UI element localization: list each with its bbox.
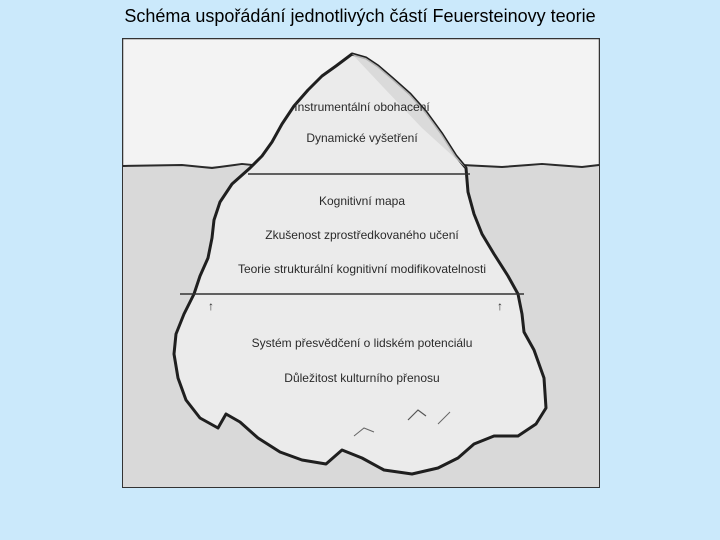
arrow-up-right: ↑ [497,299,503,313]
label-cultural-transmission: Důležitost kulturního přenosu [284,371,439,385]
crack [407,409,427,421]
label-mediated-learning: Zkušenost zprostředkovaného učení [265,228,459,242]
label-belief-system: Systém přesvědčení o lidském potenciálu [252,336,473,350]
label-cognitive-map: Kognitivní mapa [319,194,405,208]
arrow-up-left: ↑ [208,299,214,313]
tip-shade [352,54,466,168]
page-title: Schéma uspořádání jednotlivých částí Feu… [124,6,596,26]
iceberg-svg: Instrumentální obohacení Dynamické vyšet… [122,38,600,488]
iceberg-diagram: Instrumentální obohacení Dynamické vyšet… [122,38,600,488]
crack [353,427,375,437]
label-dynamic-assessment: Dynamické vyšetření [306,131,418,145]
label-instrumental-enrichment: Instrumentální obohacení [294,100,430,114]
iceberg-shape [172,52,548,476]
crack [437,411,451,425]
label-structural-modifiability: Teorie strukturální kognitivní modifikov… [238,262,486,276]
